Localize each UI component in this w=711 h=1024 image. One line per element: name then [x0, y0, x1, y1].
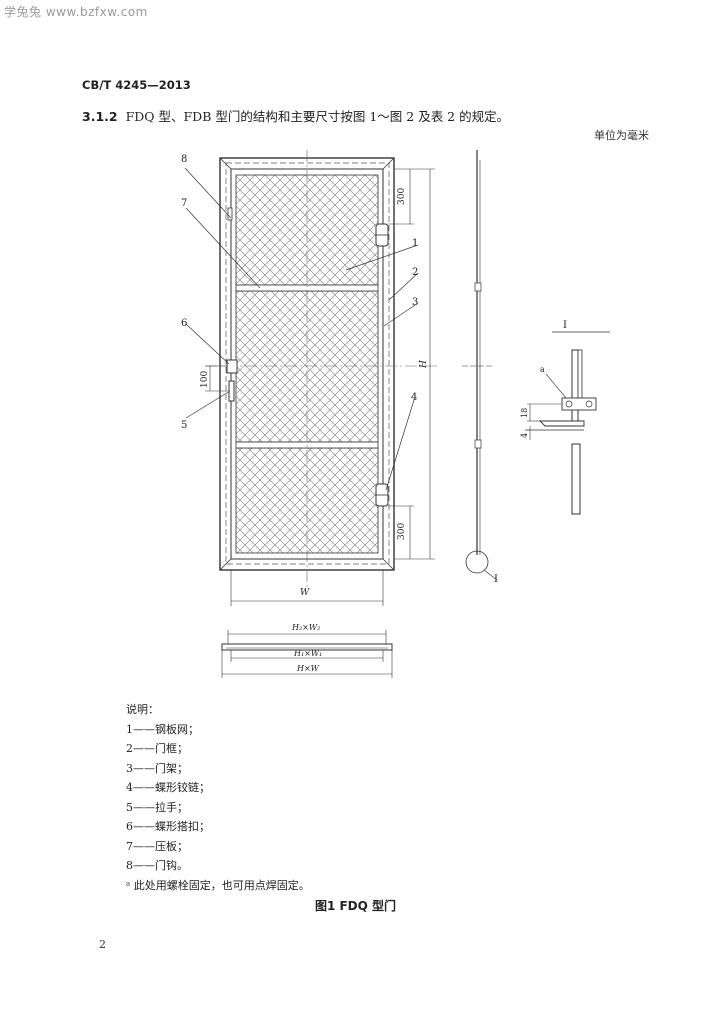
- butterfly-hasp: [226, 359, 238, 374]
- callout-1: 1: [412, 238, 418, 249]
- callout-7: 7: [181, 198, 187, 209]
- butterfly-hinge: [375, 223, 389, 507]
- dim-H1xW1: H₁×W₁: [293, 649, 322, 658]
- callout-3: 3: [412, 297, 418, 308]
- clause-paragraph: 3.1.2 FDQ 型、FDB 型门的结构和主要尺寸按图 1～图 2 及表 2 的…: [82, 106, 509, 125]
- unit-note: 单位为毫米: [594, 129, 649, 142]
- callout-8: 8: [181, 154, 187, 165]
- clause-number: 3.1.2: [82, 109, 118, 124]
- door-handle: [228, 380, 235, 402]
- dim-H2xW2: H₂×W₂: [291, 623, 320, 632]
- legend-title: 说明：: [126, 703, 159, 716]
- legend-item: 2——门框；: [126, 742, 188, 755]
- legend-item: 7——压板；: [126, 839, 188, 853]
- dim-width-W: W: [300, 588, 310, 598]
- callout-4: 4: [411, 392, 417, 403]
- dim-HxW: H×W: [296, 664, 320, 673]
- legend-footnote: ᵃ 此处用螺栓固定，也可用点焊固定。: [126, 878, 310, 892]
- page-number: 2: [99, 938, 106, 951]
- dim-18: 18: [520, 408, 529, 418]
- legend-item: 8——门钩。: [126, 859, 188, 872]
- clause-text: FDQ 型、FDB 型门的结构和主要尺寸按图 1～图 2 及表 2 的规定。: [125, 109, 510, 124]
- legend-item: 1——钢板网；: [126, 722, 199, 736]
- dim-100: 100: [200, 371, 210, 388]
- dim-300-bottom: 300: [397, 523, 407, 540]
- callout-2: 2: [412, 267, 418, 278]
- legend-item: 6——蝶形搭扣；: [126, 820, 210, 833]
- section-mark-I: I: [494, 574, 498, 585]
- legend-item: 5——拉手；: [126, 800, 188, 814]
- plan-view: [221, 630, 393, 678]
- watermark-text: 学兔兔 www.bzfxw.com: [4, 5, 148, 19]
- callout-5: 5: [181, 420, 187, 431]
- dim-height-H: H: [419, 360, 429, 369]
- detail-label-I: I: [563, 320, 567, 331]
- standard-number: CB/T 4245—2013: [82, 78, 191, 92]
- legend-item: 4——蝶形铰链；: [126, 781, 210, 794]
- callout-6: 6: [181, 318, 187, 329]
- dim-300-top: 300: [397, 188, 407, 205]
- door-hook: [227, 207, 233, 221]
- legend: 说明： 1——钢板网； 2——门框； 3——门架； 4——蝶形铰链； 5——拉手…: [126, 700, 310, 895]
- detail-note-a: a: [540, 365, 545, 374]
- detail-I: [525, 331, 610, 515]
- figure-caption: 图1 FDQ 型门: [314, 899, 397, 913]
- legend-item: 3——门架；: [126, 761, 188, 775]
- dim-4: 4: [520, 433, 529, 438]
- side-profile: [462, 150, 498, 581]
